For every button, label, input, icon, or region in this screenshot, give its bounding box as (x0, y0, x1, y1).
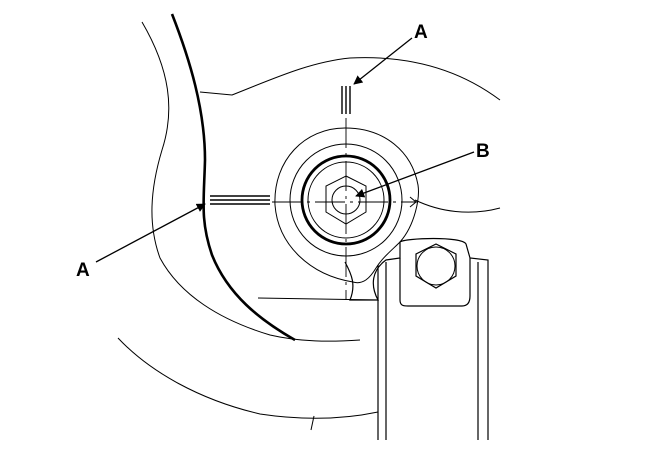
centerlines (272, 118, 418, 300)
housing-bottom-arc (117, 337, 379, 419)
hub-assembly (274, 127, 419, 284)
callout-leaders (95, 37, 475, 263)
centerline-arrow-tip (409, 196, 417, 208)
callout-label-b: B (476, 141, 490, 162)
leader-a-top (353, 37, 413, 85)
bracket-edge (170, 13, 296, 342)
housing-top-edge (199, 57, 501, 101)
hub-outer-ring (274, 127, 419, 284)
leader-b (355, 151, 475, 198)
leader-a-left (95, 203, 206, 263)
alignment-marks (210, 86, 351, 205)
lower-bracket (344, 237, 489, 440)
callout-label-a-top: A (414, 22, 428, 43)
housing-right-curve (414, 199, 501, 213)
lower-bracket-plate (399, 258, 471, 307)
lower-bolt-hex (415, 243, 457, 289)
lower-bracket-body (344, 237, 489, 440)
housing-left-edge (141, 21, 361, 342)
bottom-tick (310, 415, 315, 431)
callout-label-a-left: A (76, 260, 90, 281)
lower-bolt-head (416, 246, 456, 286)
housing-outline (117, 21, 501, 431)
